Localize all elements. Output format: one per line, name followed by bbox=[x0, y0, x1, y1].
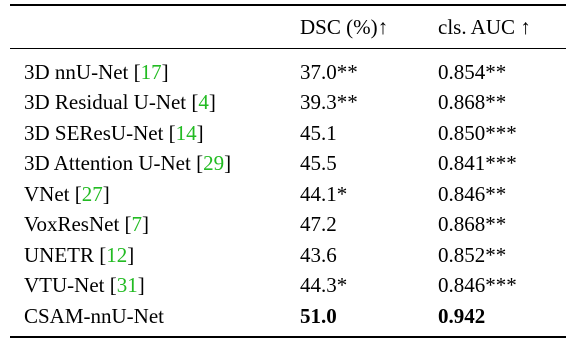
dsc-cell: 51.0 bbox=[300, 301, 438, 338]
table-header-row: DSC (%)↑ cls. AUC ↑ bbox=[10, 4, 566, 49]
method-name: VTU-Net bbox=[24, 273, 110, 298]
citation-bracket-open: [ bbox=[191, 90, 199, 115]
header-dsc: DSC (%)↑ bbox=[300, 4, 438, 49]
auc-cell: 0.942 bbox=[438, 301, 566, 338]
results-table: DSC (%)↑ cls. AUC ↑ 3D nnU-Net [17]37.0*… bbox=[10, 4, 566, 338]
citation-bracket-open: [ bbox=[133, 59, 141, 84]
dsc-cell: 37.0** bbox=[300, 59, 358, 84]
method-cell: VNet [27] bbox=[10, 179, 300, 210]
method-name: 3D Residual U-Net bbox=[24, 90, 192, 115]
method-cell: VTU-Net [31] bbox=[10, 271, 300, 302]
dsc-cell: 45.1 bbox=[300, 120, 337, 145]
method-name: CSAM-nnU-Net bbox=[24, 303, 164, 328]
citation-bracket-close: ] bbox=[142, 212, 150, 237]
header-method bbox=[10, 4, 300, 49]
method-name: UNETR bbox=[24, 242, 100, 267]
table-row: VNet [27]44.1*0.846** bbox=[10, 179, 566, 210]
citation-bracket-close: ] bbox=[102, 181, 110, 206]
auc-cell: 0.854** bbox=[438, 59, 507, 84]
method-name: VNet bbox=[24, 181, 75, 206]
citation-bracket-close: ] bbox=[208, 90, 216, 115]
citation-bracket-close: ] bbox=[137, 273, 145, 298]
citation-link[interactable]: 17 bbox=[140, 59, 162, 84]
citation-bracket-open: [ bbox=[124, 212, 132, 237]
citation-link[interactable]: 4 bbox=[198, 90, 209, 115]
dsc-cell: 39.3** bbox=[300, 90, 358, 115]
auc-cell: 0.868** bbox=[438, 90, 507, 115]
citation-bracket-open: [ bbox=[109, 273, 117, 298]
dsc-cell: 44.3* bbox=[300, 273, 348, 298]
table-row: 3D nnU-Net [17]37.0**0.854** bbox=[10, 49, 566, 88]
method-cell: VoxResNet [7] bbox=[10, 210, 300, 241]
method-cell: 3D Attention U-Net [29] bbox=[10, 149, 300, 180]
results-table-container: DSC (%)↑ cls. AUC ↑ 3D nnU-Net [17]37.0*… bbox=[10, 4, 566, 338]
dsc-cell: 47.2 bbox=[300, 212, 337, 237]
method-cell: CSAM-nnU-Net bbox=[10, 301, 300, 338]
citation-link[interactable]: 27 bbox=[81, 181, 103, 206]
citation-bracket-close: ] bbox=[127, 242, 135, 267]
citation-link[interactable]: 14 bbox=[175, 120, 197, 145]
auc-cell: 0.850*** bbox=[438, 120, 517, 145]
dsc-cell: 44.1* bbox=[300, 181, 348, 206]
table-body: 3D nnU-Net [17]37.0**0.854**3D Residual … bbox=[10, 49, 566, 338]
auc-cell: 0.846** bbox=[438, 181, 507, 206]
method-cell: 3D nnU-Net [17] bbox=[10, 49, 300, 88]
auc-cell: 0.841*** bbox=[438, 151, 517, 176]
citation-bracket-open: [ bbox=[196, 151, 204, 176]
method-name: 3D Attention U-Net bbox=[24, 151, 197, 176]
table-row: 3D Residual U-Net [4]39.3**0.868** bbox=[10, 88, 566, 119]
citation-bracket-open: [ bbox=[168, 120, 176, 145]
auc-cell: 0.868** bbox=[438, 212, 507, 237]
citation-link[interactable]: 29 bbox=[203, 151, 225, 176]
citation-link[interactable]: 12 bbox=[106, 242, 128, 267]
auc-cell: 0.852** bbox=[438, 242, 507, 267]
auc-cell: 0.846*** bbox=[438, 273, 517, 298]
citation-bracket-open: [ bbox=[99, 242, 107, 267]
citation-link[interactable]: 7 bbox=[131, 212, 143, 237]
dsc-cell: 43.6 bbox=[300, 242, 337, 267]
dsc-cell: 45.5 bbox=[300, 151, 337, 176]
method-name: VoxResNet bbox=[24, 212, 125, 237]
citation-bracket-open: [ bbox=[74, 181, 82, 206]
method-cell: UNETR [12] bbox=[10, 240, 300, 271]
header-auc: cls. AUC ↑ bbox=[438, 4, 566, 49]
citation-bracket-close: ] bbox=[196, 120, 204, 145]
method-cell: 3D SEResU-Net [14] bbox=[10, 118, 300, 149]
method-name: 3D SEResU-Net bbox=[24, 120, 169, 145]
method-name: 3D nnU-Net bbox=[24, 59, 134, 84]
citation-link[interactable]: 31 bbox=[116, 273, 138, 298]
citation-bracket-close: ] bbox=[224, 151, 232, 176]
table-row: VTU-Net [31]44.3*0.846*** bbox=[10, 271, 566, 302]
citation-bracket-close: ] bbox=[161, 59, 169, 84]
method-cell: 3D Residual U-Net [4] bbox=[10, 88, 300, 119]
